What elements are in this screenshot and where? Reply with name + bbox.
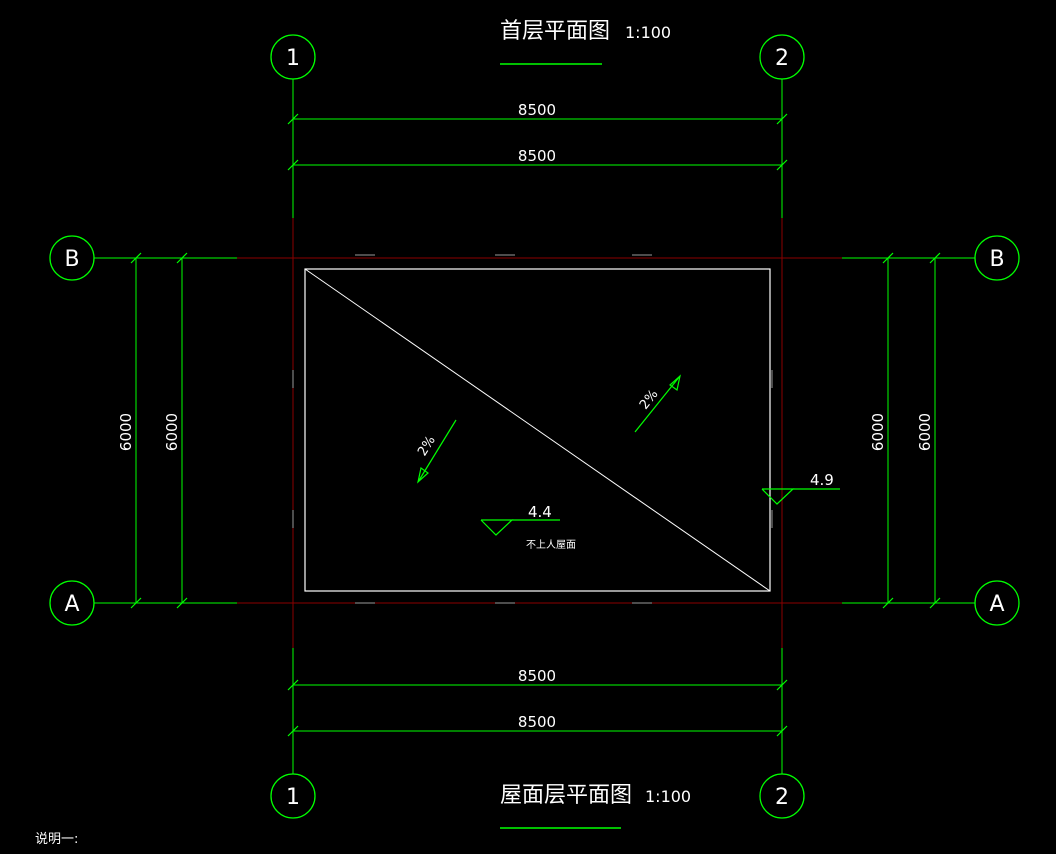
dimension-tick bbox=[929, 252, 941, 264]
elevation-value-main: 4.4 bbox=[528, 503, 552, 521]
slope-label-upper: 2% bbox=[637, 387, 662, 412]
wall-dash-marks bbox=[292, 254, 773, 604]
axis-label-1-bottom: 1 bbox=[286, 785, 300, 810]
elevation-value-edge: 4.9 bbox=[810, 471, 834, 489]
dimension-tick bbox=[287, 725, 299, 737]
right-inner-dimension-text: 6000 bbox=[869, 413, 887, 451]
dimension-tick bbox=[287, 113, 299, 125]
top-inner-dimension-text: 8500 bbox=[518, 147, 556, 165]
axis-label-b-left: B bbox=[64, 247, 79, 272]
elevation-marker-edge bbox=[761, 488, 795, 505]
first-floor-plan-title: 首层平面图 bbox=[500, 19, 610, 44]
roof-parapet-outline bbox=[304, 268, 771, 592]
elevation-marker-main bbox=[480, 519, 514, 536]
top-outer-dimension-text: 8500 bbox=[518, 101, 556, 119]
dimension-tick bbox=[776, 113, 788, 125]
axis-label-1-top: 1 bbox=[286, 46, 300, 71]
bottom-outer-dimension-text: 8500 bbox=[518, 713, 556, 731]
axis-label-2-top: 2 bbox=[775, 46, 789, 71]
dimension-tick bbox=[287, 679, 299, 691]
dimension-tick bbox=[776, 725, 788, 737]
dimension-tick bbox=[929, 597, 941, 609]
dimension-tick bbox=[130, 252, 142, 264]
axis-label-2-bottom: 2 bbox=[775, 785, 789, 810]
axis-label-a-left: A bbox=[64, 592, 79, 617]
axis-label-a-right: A bbox=[989, 592, 1004, 617]
slope-arrow-upper-head bbox=[669, 374, 681, 392]
slope-label-lower: 2% bbox=[415, 433, 439, 458]
slope-arrow-upper bbox=[634, 375, 681, 433]
dimension-tick bbox=[882, 252, 894, 264]
drawing-note: 说明一: bbox=[35, 832, 78, 847]
slope-arrow-lower-head bbox=[417, 466, 429, 484]
roof-type-note: 不上人屋面 bbox=[526, 539, 576, 551]
axis-label-b-right: B bbox=[989, 247, 1004, 272]
dimension-tick bbox=[130, 597, 142, 609]
roof-plan-scale: 1:100 bbox=[645, 787, 691, 806]
dimension-tick bbox=[776, 679, 788, 691]
right-outer-dimension-text: 6000 bbox=[916, 413, 934, 451]
first-floor-plan-scale: 1:100 bbox=[625, 23, 671, 42]
dimension-tick bbox=[176, 252, 188, 264]
left-outer-dimension-text: 6000 bbox=[117, 413, 135, 451]
dimension-tick bbox=[882, 597, 894, 609]
left-inner-dimension-text: 6000 bbox=[163, 413, 181, 451]
roof-plan-title: 屋面层平面图 bbox=[500, 783, 632, 808]
bottom-inner-dimension-text: 8500 bbox=[518, 667, 556, 685]
dimension-tick bbox=[176, 597, 188, 609]
slope-arrow-lower bbox=[417, 419, 457, 483]
dimension-tick bbox=[776, 159, 788, 171]
roof-ridge-line bbox=[304, 268, 771, 592]
dimension-tick bbox=[287, 159, 299, 171]
